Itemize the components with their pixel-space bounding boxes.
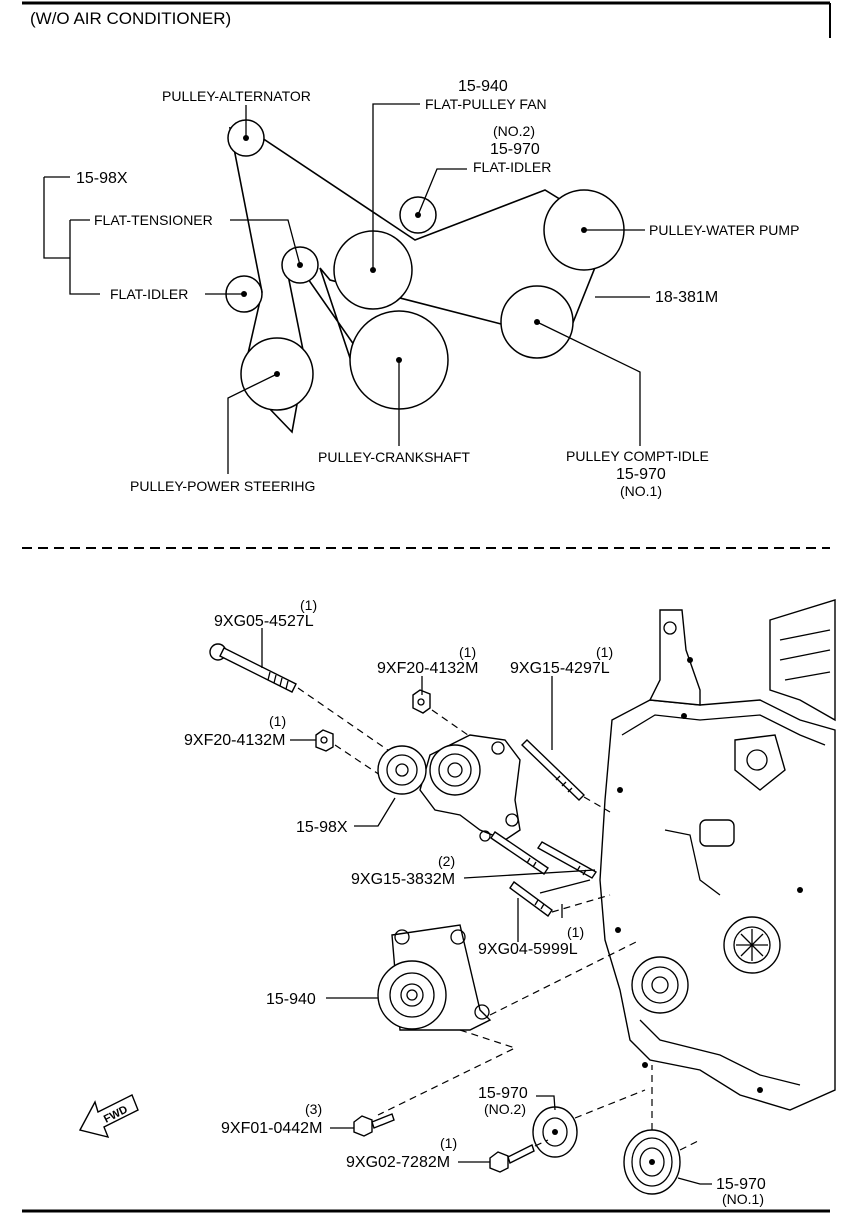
label-tensioner-group-part-no: 15-98X: [76, 170, 128, 187]
label-stud-lower-qty: (1): [567, 924, 584, 940]
bolt-idler-guide: [534, 1139, 549, 1147]
label-bolt-fan-qty: (3): [305, 1101, 322, 1117]
label-bolt-fan-part-no: 9XF01-0442M: [221, 1120, 322, 1137]
label-flat-idler-left: FLAT-IDLER: [110, 286, 188, 302]
label-stud-pair-part-no: 9XG15-3832M: [351, 871, 455, 888]
nut-left-guide: [334, 744, 381, 776]
nut-upper-guide: [431, 709, 479, 743]
label-flat-tensioner: FLAT-TENSIONER: [94, 212, 213, 228]
idler-no2-guide: [574, 1089, 646, 1119]
label-stud-upper-qty: (1): [596, 644, 613, 660]
label-nut-left-part-no: 9XF20-4132M: [184, 732, 285, 749]
engine-front-cover: [599, 599, 836, 1111]
fwd-label: FWD: [102, 1104, 130, 1126]
fan-pulley-shape: [377, 924, 492, 1031]
label-pulley-water-pump: PULLEY-WATER PUMP: [649, 222, 799, 238]
label-idler-no2-part-no-lower: 15-970: [478, 1085, 528, 1102]
label-flat-pulley-fan: FLAT-PULLEY FAN: [425, 96, 547, 112]
label-idler-no2-qty: (NO.2): [493, 123, 535, 139]
label-belt-part-no: 18-381M: [655, 289, 718, 306]
label-idler-no1-part-no: 15-970: [616, 466, 666, 483]
nut-upper-shape: [412, 689, 431, 714]
bolt-idler-shape: [489, 1144, 535, 1173]
label-idler-no1-qty: (NO.1): [620, 483, 662, 499]
tensioner-assy-shape: [377, 734, 521, 842]
nut-left-shape: [315, 729, 334, 752]
label-bolt-long-part-no: 9XG05-4527L: [214, 613, 314, 630]
stud-upper-shape: [521, 739, 585, 801]
label-stud-pair-qty: (2): [438, 853, 455, 869]
label-bolt-idler-qty: (1): [440, 1135, 457, 1151]
label-pulley-power-steering: PULLEY-POWER STEERIHG: [130, 478, 315, 494]
label-nut-upper-qty: (1): [459, 644, 476, 660]
label-idler-no2-part-no: 15-970: [490, 141, 540, 158]
bolt-fan-shape: [353, 1113, 395, 1137]
label-idler-no1-part-no-lower: 15-970: [716, 1176, 766, 1193]
pulleys: [225, 119, 625, 411]
label-fan-part-no: 15-940: [458, 78, 508, 95]
leader-lines-lower: [261, 628, 712, 1185]
label-stud-lower-part-no: 9XG04-5999L: [478, 941, 578, 958]
label-idler-no1-qty-lower: (NO.1): [722, 1191, 764, 1207]
label-fan-pulley-part-no: 15-940: [266, 991, 316, 1008]
label-idler-no2-qty-lower: (NO.2): [484, 1101, 526, 1117]
stud-lower-shape: [509, 881, 553, 917]
label-stud-upper-part-no: 9XG15-4297L: [510, 660, 610, 677]
label-flat-idler-top: FLAT-IDLER: [473, 159, 551, 175]
label-nut-upper-part-no: 9XF20-4132M: [377, 660, 478, 677]
idler-no1-guide: [679, 1139, 701, 1151]
idler-no1-shape: [623, 1129, 681, 1195]
label-tensioner-assy-part-no: 15-98X: [296, 819, 348, 836]
idler-no2-shape: [532, 1106, 578, 1158]
bolt-long-shape: [209, 643, 297, 693]
label-bolt-idler-part-no: 9XG02-7282M: [346, 1154, 450, 1171]
label-bolt-long-qty: (1): [300, 597, 317, 613]
label-pulley-alternator: PULLEY-ALTERNATOR: [162, 88, 311, 104]
stud-pair-shape: [490, 831, 598, 879]
label-pulley-crankshaft: PULLEY-CRANKSHAFT: [318, 449, 470, 465]
serpentine-belt: [228, 126, 611, 434]
label-pulley-compt-idle: PULLEY COMPT-IDLE: [566, 448, 709, 464]
fan-pulley-guide: [489, 939, 641, 1016]
fwd-arrow-icon: [78, 1094, 139, 1139]
stud-lower-guide: [551, 894, 611, 913]
stud-upper-guide: [583, 796, 611, 813]
top-title: (W/O AIR CONDITIONER): [30, 9, 231, 28]
bolt-long-guide: [297, 687, 396, 756]
label-nut-left-qty: (1): [269, 713, 286, 729]
fan-bolt-guide: [377, 1029, 517, 1116]
leader-lines-upper: [43, 103, 650, 474]
